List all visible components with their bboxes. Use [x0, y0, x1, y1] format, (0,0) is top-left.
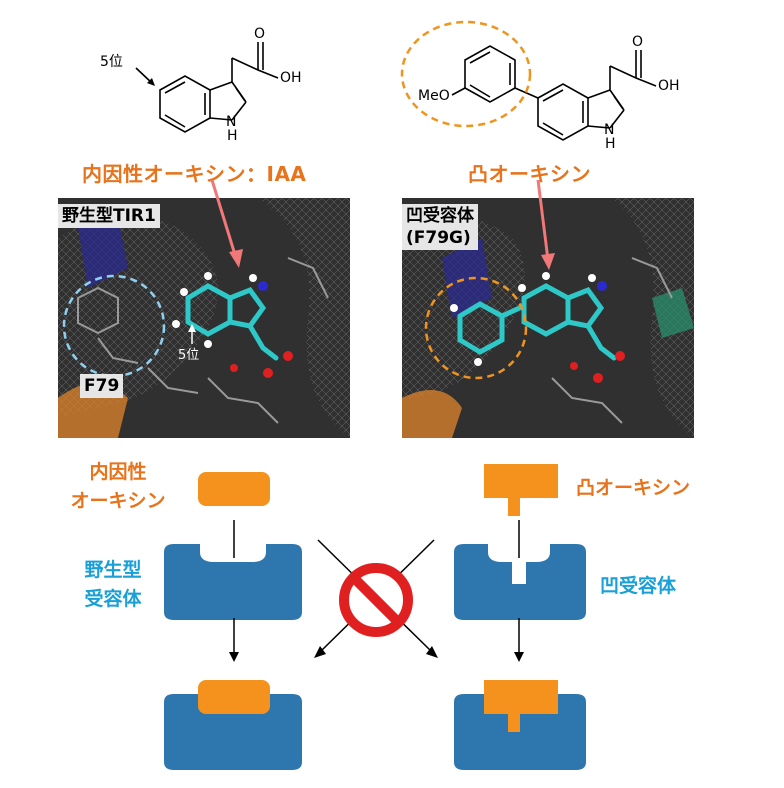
- scheme-left-ligand-line1: 内因性: [89, 461, 147, 483]
- iaa-structure: [135, 42, 279, 133]
- panel-position-5-label: 5位: [178, 348, 200, 363]
- panel-wildtype-graphic: [58, 198, 350, 438]
- hydroxyl-label-right: OH: [658, 78, 680, 94]
- bump-auxin-structure: [451, 45, 657, 141]
- cross-arrowhead-left: [314, 646, 326, 658]
- down-arrows: [233, 618, 520, 652]
- scheme-left-ligand-line2: オーキシン: [70, 490, 166, 512]
- scheme-left-ligand-label: 内因性 オーキシン: [58, 458, 178, 516]
- chem-structures: 5位 O OH N H MeO O OH N H: [100, 20, 680, 152]
- indole-h-label: H: [227, 128, 238, 144]
- panel-wildtype: 野生型TIR1 F79 5位: [58, 198, 350, 438]
- scheme-left-receptor-line2: 受容体: [84, 588, 142, 610]
- scheme-left-receptor-label: 野生型 受容体: [58, 556, 168, 614]
- prohibition-sign: [339, 563, 413, 637]
- wildtype-receptor-shape: [164, 544, 302, 620]
- indole-h-label-right: H: [605, 136, 616, 152]
- panel-hole-tag-line1: 凹受容体: [406, 206, 474, 226]
- indole-n-label: N: [226, 114, 236, 130]
- endogenous-auxin-shape: [198, 472, 270, 506]
- bump-auxin-shape: [484, 464, 558, 516]
- scheme-left-receptor-line1: 野生型: [84, 559, 142, 581]
- pink-arrow-right-shaft: [536, 179, 550, 261]
- hole-complex-ligand: [484, 680, 558, 732]
- carbonyl-o-label: O: [254, 26, 265, 42]
- wildtype-complex-receptor: [164, 694, 302, 770]
- wildtype-complex-ligand: [198, 680, 270, 714]
- pink-arrow-left-shaft: [210, 179, 238, 259]
- title-endogenous-auxin: 内因性オーキシン：IAA: [82, 162, 307, 186]
- scheme-right-ligand-label: 凸オーキシン: [576, 477, 691, 499]
- panel-hole-receptor: 凹受容体 (F79G): [402, 198, 694, 438]
- cross-arrowhead-right: [426, 646, 438, 658]
- panel-hole-tag-line2: (F79G): [406, 228, 471, 248]
- hole-receptor-shape: [454, 544, 586, 620]
- indole-n-label-right: N: [604, 122, 614, 138]
- pointer-arrowhead: [147, 78, 155, 86]
- panel-hole-tag: 凹受容体 (F79G): [402, 204, 478, 250]
- scheme-graphic: [164, 464, 586, 770]
- carbonyl-o-label-right: O: [632, 34, 643, 50]
- pink-arrow-left-head: [229, 249, 243, 268]
- position-5-label: 5位: [100, 54, 123, 70]
- down-arrowhead-right: [514, 652, 524, 662]
- methoxy-label: MeO: [418, 88, 450, 104]
- bump-highlight-ellipse: [400, 20, 532, 128]
- pink-arrow-right-head: [541, 253, 555, 270]
- residue-f79-label: F79: [80, 374, 124, 398]
- panel-wildtype-tag: 野生型TIR1: [58, 204, 160, 228]
- hydroxyl-label: OH: [280, 70, 302, 86]
- down-arrowhead-left: [229, 652, 239, 662]
- scheme-right-receptor-label: 凹受容体: [600, 575, 677, 597]
- title-bump-auxin: 凸オーキシン: [468, 162, 591, 186]
- pink-arrows: [210, 179, 555, 270]
